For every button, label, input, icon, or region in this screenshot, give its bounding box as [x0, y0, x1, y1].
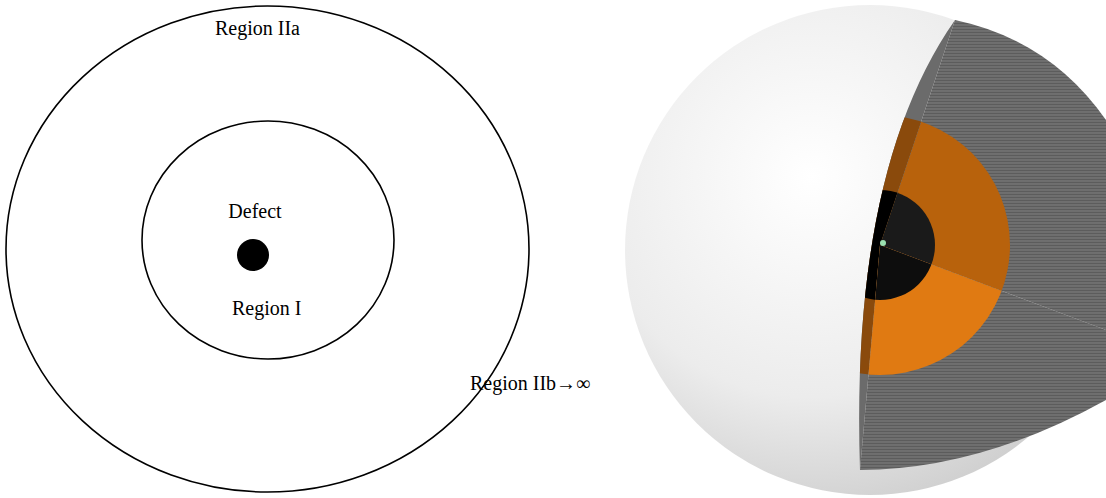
- cut-bottom-face: [750, 115, 1106, 470]
- region-iia-ellipse: Region IIaRegion I Defect: [5, 5, 530, 493]
- region-i-ellipse-outline: [141, 120, 395, 360]
- region-label: Region IIb→∞: [470, 372, 590, 395]
- region-label: Region IIa: [215, 17, 300, 40]
- sphere: [625, 5, 1106, 495]
- region-label: Defect: [228, 200, 281, 223]
- defect-dot: Defect: [210, 200, 300, 272]
- region-label: Region I: [232, 297, 301, 320]
- region-i-ellipse: Region I Defect: [141, 120, 395, 360]
- defect-point: [880, 240, 886, 246]
